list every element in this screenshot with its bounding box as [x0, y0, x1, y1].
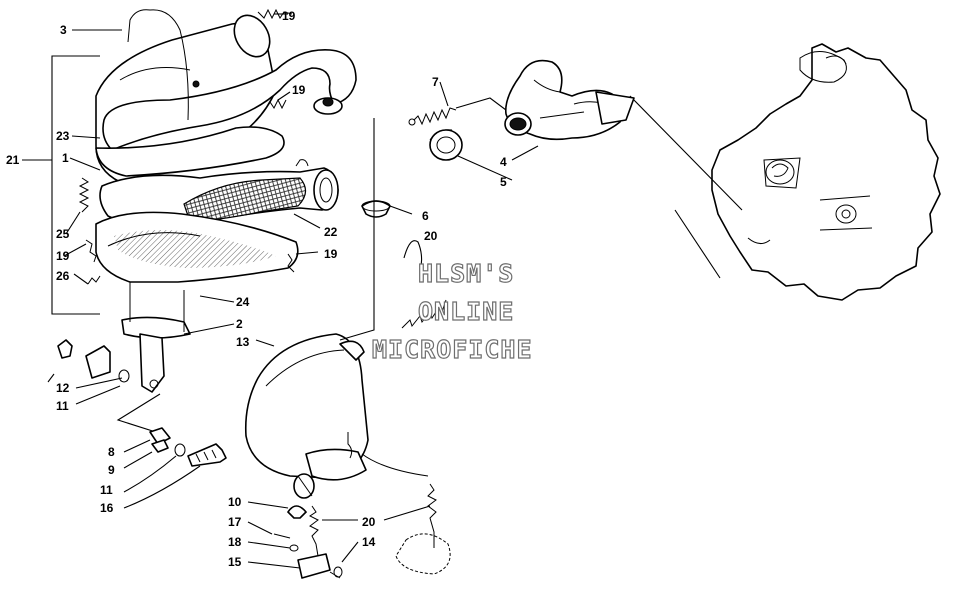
gasket-part-5 — [429, 129, 463, 161]
callout-14: 14 — [362, 535, 376, 549]
callout-20: 20 — [362, 515, 376, 529]
callout-17: 17 — [228, 515, 242, 529]
callout-10: 10 — [228, 495, 242, 509]
callout-22: 22 — [324, 225, 338, 239]
callout-labels: 3 19 19 23 21 1 25 19 26 22 19 24 2 13 1… — [6, 9, 507, 569]
callout-20: 20 — [424, 229, 438, 243]
watermark-line-3: MICROFICHE — [372, 335, 533, 364]
spring-part-26 — [87, 275, 101, 285]
callout-16: 16 — [100, 501, 114, 515]
bracket-21 — [51, 55, 100, 315]
spring-part-7 — [408, 97, 507, 126]
callout-6: 6 — [422, 209, 429, 223]
callout-21: 21 — [6, 153, 20, 167]
mount-bracket-assembly — [57, 333, 227, 467]
exhaust-manifold-part-4 — [504, 59, 635, 141]
callout-5: 5 — [500, 175, 507, 189]
muffler-assembly — [95, 14, 357, 339]
silencer-part-13 — [244, 333, 369, 499]
callout-19: 19 — [292, 83, 306, 97]
spring-part-25 — [78, 177, 90, 213]
callout-3: 3 — [60, 23, 67, 37]
callout-19: 19 — [56, 249, 70, 263]
callout-1: 1 — [62, 151, 69, 165]
watermark-line-1: HLSM'S — [418, 259, 514, 288]
hanger-wire-part-3 — [127, 9, 189, 121]
callout-8: 8 — [108, 445, 115, 459]
callout-19: 19 — [282, 9, 296, 23]
callout-9: 9 — [108, 463, 115, 477]
callout-11: 11 — [100, 483, 113, 497]
callout-25: 25 — [56, 227, 70, 241]
callout-24: 24 — [236, 295, 250, 309]
callout-2: 2 — [236, 317, 243, 331]
callout-7: 7 — [432, 75, 439, 89]
grommet-part-6 — [361, 200, 391, 218]
hardware-lower — [273, 453, 451, 579]
callout-leaders — [47, 13, 539, 569]
engine-block — [711, 43, 941, 301]
callout-26: 26 — [56, 269, 70, 283]
callout-23: 23 — [56, 129, 70, 143]
callout-12: 12 — [56, 381, 70, 395]
spring-part-20-upper — [401, 299, 447, 329]
watermark-line-2: ONLINE — [418, 297, 514, 326]
engine-leader-line — [629, 95, 743, 279]
callout-11: 11 — [56, 399, 69, 413]
callout-19: 19 — [324, 247, 338, 261]
callout-15: 15 — [228, 555, 242, 569]
callout-18: 18 — [228, 535, 242, 549]
watermark: HLSM'S ONLINE MICROFICHE — [371, 258, 533, 364]
callout-13: 13 — [236, 335, 250, 349]
callout-4: 4 — [500, 155, 507, 169]
